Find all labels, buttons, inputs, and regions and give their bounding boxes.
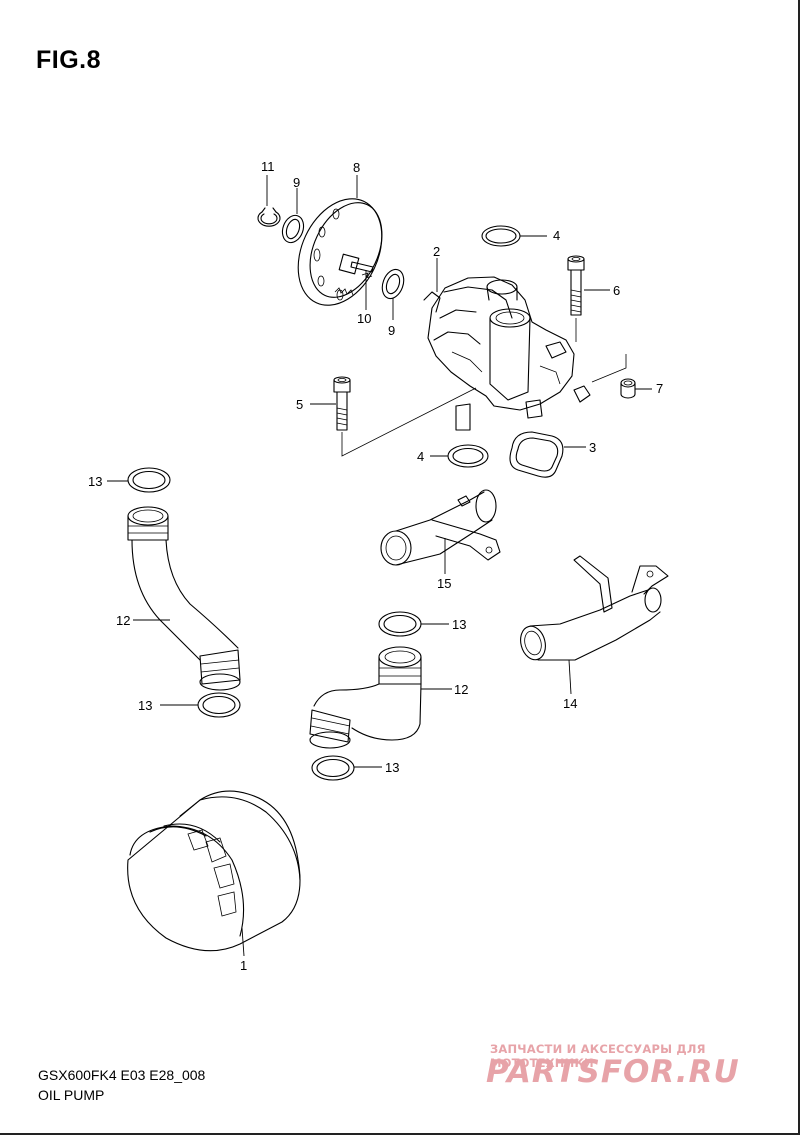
assembly-line-dowel-7 (591, 354, 627, 383)
watermark-logo-text: PARTSFOR.RU (486, 1054, 740, 1090)
leader-lines (107, 175, 652, 957)
o-ring-part-13-d (311, 755, 355, 781)
bolt-part-5 (333, 376, 351, 431)
oil-filter-part-1 (127, 790, 301, 952)
callout-1: 1 (240, 958, 247, 973)
frame-border-right (798, 0, 800, 1135)
callout-14: 14 (563, 696, 577, 711)
oil-pump-body-part-2 (423, 276, 591, 431)
callout-7: 7 (656, 381, 663, 396)
washer-part-9-lower (381, 268, 405, 300)
callout-6: 6 (613, 283, 620, 298)
elbow-pipe-part-12-center (309, 646, 422, 749)
pipe-part-15 (380, 489, 501, 566)
o-ring-part-13-b (197, 692, 241, 718)
callout-8: 8 (353, 160, 360, 175)
callout-4-upper: 4 (553, 228, 560, 243)
assembly-line-bolt-5 (341, 387, 477, 457)
o-ring-part-4-upper (481, 225, 521, 247)
callout-13-b: 13 (138, 698, 152, 713)
dowel-part-7 (620, 378, 636, 399)
callout-12-center: 12 (454, 682, 468, 697)
frame-border-bottom (0, 1133, 800, 1135)
callout-4-lower: 4 (417, 449, 424, 464)
bolt-part-6 (567, 255, 585, 316)
callout-13-d: 13 (385, 760, 399, 775)
callout-labels: 11 9 8 10 9 4 2 6 7 5 4 3 13 12 13 13 12… (88, 159, 663, 973)
washer-part-9-upper (281, 214, 305, 244)
gear-part-8 (297, 198, 383, 306)
callout-13-c: 13 (452, 617, 466, 632)
watermark-tagline: ЗАПЧАСТИ И АКСЕССУАРЫ ДЛЯ МОТОТЕХНИКИ (490, 1042, 706, 1070)
callout-2: 2 (433, 244, 440, 259)
callout-15: 15 (437, 576, 451, 591)
callout-13-a: 13 (88, 474, 102, 489)
callout-5: 5 (296, 397, 303, 412)
o-ring-part-4-lower (447, 444, 489, 468)
figure-title: FIG.8 (36, 46, 102, 74)
callout-9-upper: 9 (293, 175, 300, 190)
pipe-part-14 (520, 555, 669, 661)
callout-12-left: 12 (116, 613, 130, 628)
watermark-logo: PARTSFOR.RU (486, 1054, 740, 1090)
callout-11: 11 (261, 159, 275, 174)
figure-caption: OIL PUMP (38, 1087, 105, 1103)
gasket-part-3 (509, 431, 564, 478)
pin-part-10 (350, 261, 374, 273)
model-code: GSX600FK4 E03 E28_008 (38, 1067, 206, 1083)
callout-9-lower: 9 (388, 323, 395, 338)
o-ring-part-13-a (127, 467, 171, 493)
o-ring-part-13-c (378, 611, 422, 637)
callout-10: 10 (357, 311, 371, 326)
elbow-pipe-part-12-left (127, 506, 241, 691)
callout-3: 3 (589, 440, 596, 455)
circlip-part-11 (257, 207, 281, 227)
